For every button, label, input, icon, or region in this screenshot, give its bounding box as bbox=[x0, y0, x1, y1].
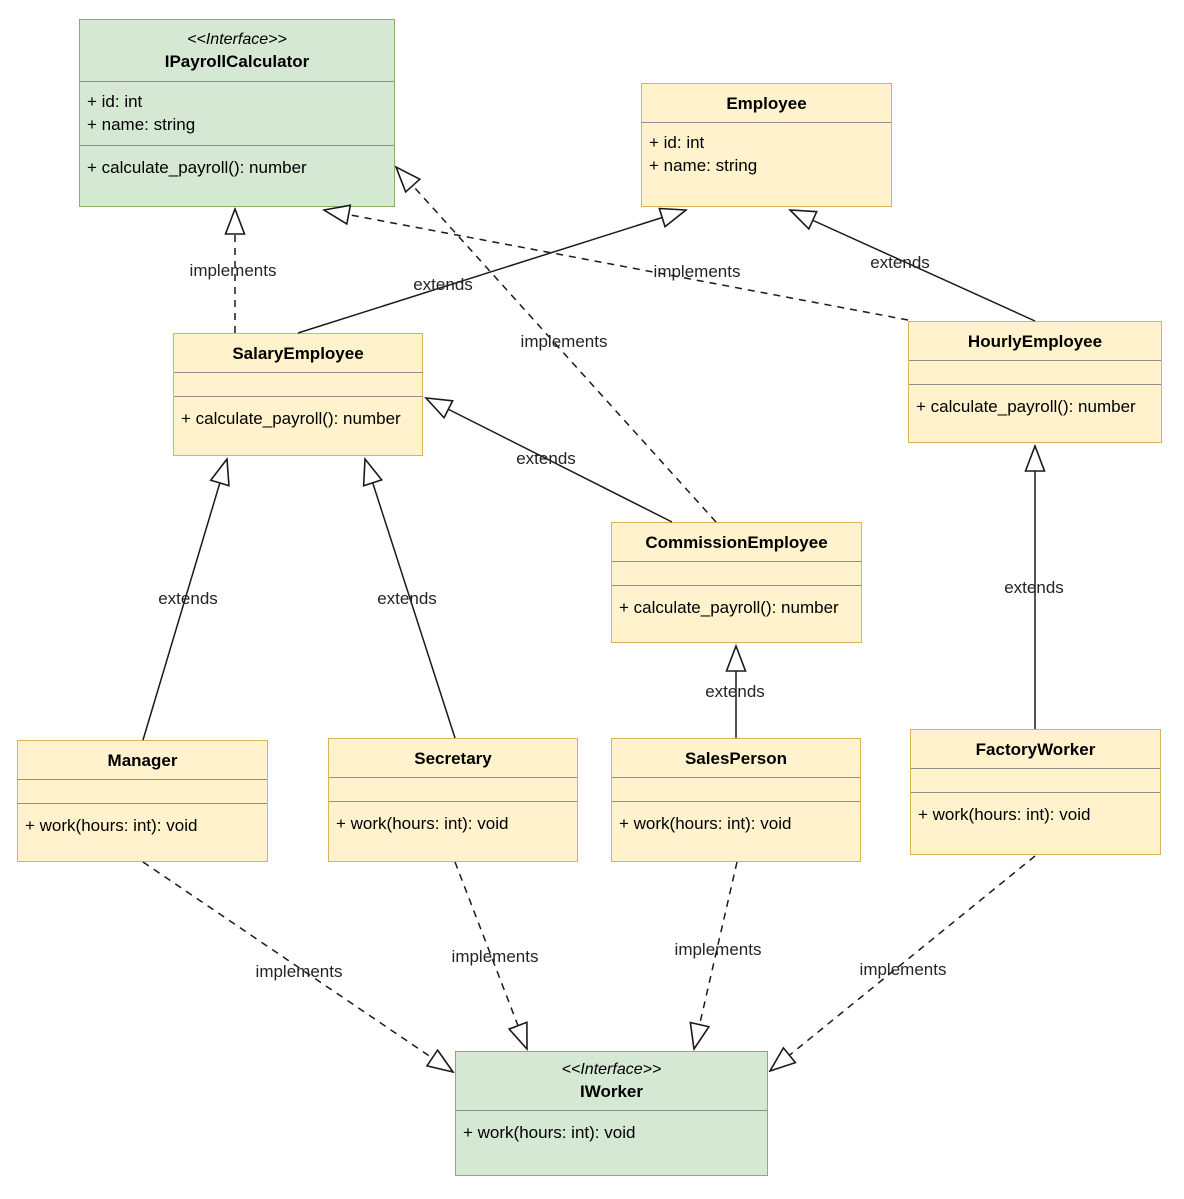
attribute: + id: int bbox=[87, 92, 143, 111]
edge-label-commissionemployee-implements: implements bbox=[520, 332, 608, 351]
class-box-ipayrollcalculator[interactable]: <<Interface>> IPayrollCalculator + id: i… bbox=[79, 19, 395, 207]
class-box-factoryworker[interactable]: FactoryWorker + work(hours: int): void bbox=[910, 729, 1161, 855]
class-box-iworker[interactable]: <<Interface>> IWorker + work(hours: int)… bbox=[455, 1051, 768, 1176]
edge-label-secretary-implements: implements bbox=[451, 947, 539, 966]
class-title: <<Interface>> IWorker bbox=[456, 1052, 767, 1110]
method: + calculate_payroll(): number bbox=[916, 397, 1136, 416]
edge-label-salaryemployee-extends: extends bbox=[413, 275, 473, 294]
edge-label-manager-extends: extends bbox=[158, 589, 218, 608]
attribute: + name: string bbox=[649, 156, 758, 175]
methods-section: + work(hours: int): void bbox=[612, 801, 860, 861]
class-box-hourlyemployee[interactable]: HourlyEmployee + calculate_payroll(): nu… bbox=[908, 321, 1162, 443]
attributes-section bbox=[612, 561, 861, 585]
method: + calculate_payroll(): number bbox=[181, 409, 401, 428]
class-title: <<Interface>> IPayrollCalculator bbox=[80, 20, 394, 81]
class-name: Employee bbox=[726, 93, 807, 113]
attributes-section bbox=[329, 777, 577, 801]
class-box-commissionemployee[interactable]: CommissionEmployee + calculate_payroll()… bbox=[611, 522, 862, 643]
edge-label-salesperson-implements: implements bbox=[674, 940, 762, 959]
method: + calculate_payroll(): number bbox=[87, 158, 307, 177]
class-name: FactoryWorker bbox=[975, 739, 1096, 759]
interface-stereotype: <<Interface>> bbox=[561, 1061, 662, 1078]
class-name: IWorker bbox=[580, 1082, 643, 1101]
class-name: SalaryEmployee bbox=[232, 343, 364, 363]
edge-label-factoryworker-extends: extends bbox=[1004, 578, 1064, 597]
method: + work(hours: int): void bbox=[918, 805, 1091, 824]
class-title: Manager bbox=[18, 741, 267, 779]
attribute: + name: string bbox=[87, 115, 196, 134]
edge-label-secretary-extends: extends bbox=[377, 589, 437, 608]
methods-section: + work(hours: int): void bbox=[329, 801, 577, 861]
attributes-section: + id: int + name: string bbox=[80, 81, 394, 145]
edge-label-factoryworker-implements: implements bbox=[859, 960, 947, 979]
class-title: Employee bbox=[642, 84, 891, 122]
class-box-salesperson[interactable]: SalesPerson + work(hours: int): void bbox=[611, 738, 861, 862]
methods-section: + calculate_payroll(): number bbox=[909, 384, 1161, 442]
class-title: HourlyEmployee bbox=[909, 322, 1161, 360]
class-title: SalesPerson bbox=[612, 739, 860, 777]
class-name: Manager bbox=[107, 750, 178, 770]
methods-section: + calculate_payroll(): number bbox=[612, 585, 861, 642]
attributes-section bbox=[174, 372, 422, 396]
class-title: Secretary bbox=[329, 739, 577, 777]
attributes-section bbox=[909, 360, 1161, 384]
methods-section: + calculate_payroll(): number bbox=[80, 145, 394, 206]
class-box-secretary[interactable]: Secretary + work(hours: int): void bbox=[328, 738, 578, 862]
method: + work(hours: int): void bbox=[25, 816, 198, 835]
class-title: CommissionEmployee bbox=[612, 523, 861, 561]
edge-label-manager-implements: implements bbox=[255, 962, 343, 981]
class-title: SalaryEmployee bbox=[174, 334, 422, 372]
attributes-section: + id: int + name: string bbox=[642, 122, 891, 206]
class-name: Secretary bbox=[414, 748, 492, 768]
class-name: IPayrollCalculator bbox=[164, 51, 310, 71]
method: + work(hours: int): void bbox=[619, 814, 792, 833]
methods-section: + work(hours: int): void bbox=[911, 792, 1160, 854]
methods-section: + calculate_payroll(): number bbox=[174, 396, 422, 455]
methods-section: + work(hours: int): void bbox=[18, 803, 267, 861]
attributes-section bbox=[18, 779, 267, 803]
edge-label-commissionemployee-extends: extends bbox=[516, 449, 576, 468]
interface-stereotype: <<Interface>> bbox=[187, 30, 287, 48]
class-box-salaryemployee[interactable]: SalaryEmployee + calculate_payroll(): nu… bbox=[173, 333, 423, 456]
method: + work(hours: int): void bbox=[463, 1123, 636, 1142]
class-box-manager[interactable]: Manager + work(hours: int): void bbox=[17, 740, 268, 862]
method: + work(hours: int): void bbox=[336, 814, 509, 833]
edge-label-salaryemployee-implements: implements bbox=[189, 261, 277, 280]
attributes-section bbox=[612, 777, 860, 801]
class-title: FactoryWorker bbox=[911, 730, 1160, 768]
class-name: SalesPerson bbox=[684, 748, 788, 768]
method: + calculate_payroll(): number bbox=[619, 598, 839, 617]
class-box-employee[interactable]: Employee + id: int + name: string bbox=[641, 83, 892, 207]
attribute: + id: int bbox=[649, 133, 705, 152]
edge-salaryemployee-extends-employee bbox=[297, 210, 686, 334]
edge-label-hourlyemployee-extends: extends bbox=[870, 253, 930, 272]
attributes-section bbox=[911, 768, 1160, 792]
edge-label-salesperson-extends: extends bbox=[705, 682, 765, 701]
class-name: CommissionEmployee bbox=[645, 532, 828, 552]
class-name: HourlyEmployee bbox=[967, 331, 1103, 351]
methods-section: + work(hours: int): void bbox=[456, 1110, 767, 1175]
edge-hourlyemployee-implements-ipayrollcalculator bbox=[324, 210, 909, 321]
edge-label-hourlyemployee-implements: implements bbox=[653, 262, 741, 281]
